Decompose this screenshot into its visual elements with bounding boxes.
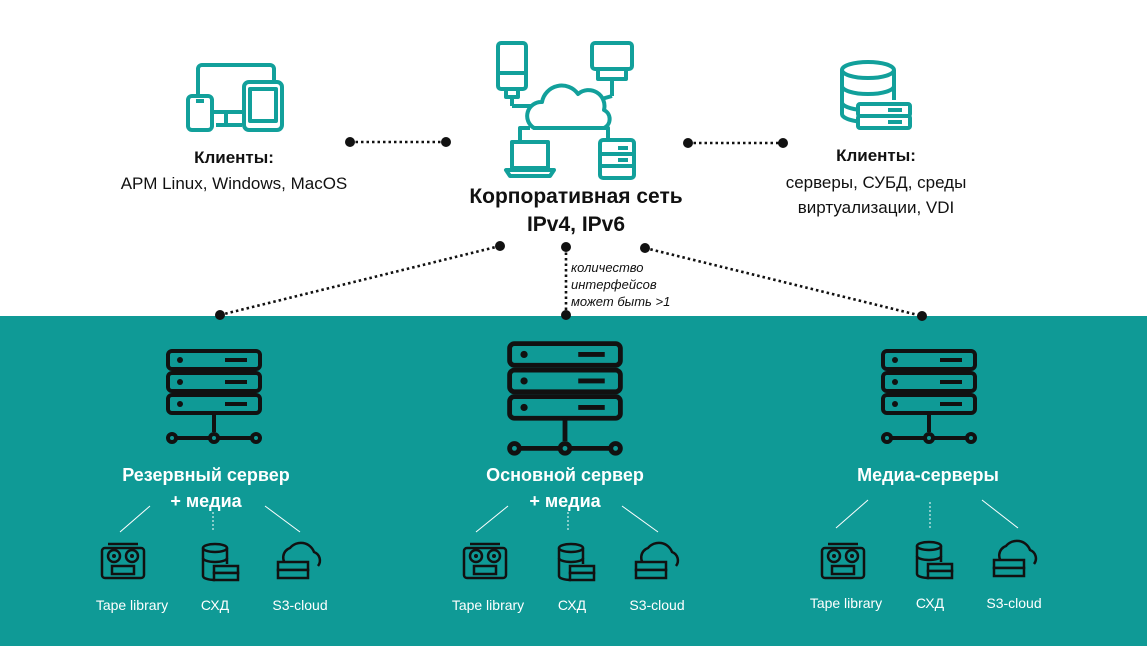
s3-cloud-label: S3-cloud (986, 595, 1042, 611)
database-icon (840, 60, 912, 130)
right-clients-line1: серверы, СУБД, среды (785, 173, 967, 192)
dot (640, 243, 650, 253)
branch-line (264, 505, 301, 533)
dot (778, 138, 788, 148)
right-clients-title: Клиенты: (836, 146, 916, 165)
server-rack-icon (166, 349, 262, 444)
server-rack-icon (507, 341, 623, 456)
backup-server-label-line1: Резервный сервер (122, 465, 290, 485)
s3-cloud-label: S3-cloud (629, 597, 685, 613)
tape-library-label: Tape library (451, 597, 525, 613)
storage-icon (915, 540, 954, 580)
branch-line (621, 505, 659, 533)
storage-icon (201, 542, 240, 582)
s3-cloud-label: S3-cloud (272, 597, 328, 613)
network-title-line2: IPv4, IPv6 (526, 213, 626, 236)
devices-icon (186, 63, 284, 132)
tape-library-label: Tape library (95, 597, 169, 613)
backup-server-label-line2: + медиа (170, 491, 242, 511)
branch-line (119, 505, 151, 533)
network-cloud-icon (496, 41, 636, 180)
branch-line (475, 505, 509, 533)
network-title-line1: Корпоративная сеть (469, 185, 683, 208)
s3-cloud-icon (276, 541, 322, 580)
right-clients-line2: виртуализации, VDI (797, 198, 955, 217)
sxd-label: СХД (557, 597, 587, 613)
dot (215, 310, 225, 320)
tape-library-icon (462, 542, 508, 580)
left-clients-subtitle: АРМ Linux, Windows, MacOS (120, 174, 348, 193)
dot (495, 241, 505, 251)
sxd-label: СХД (915, 595, 945, 611)
tape-library-icon (820, 542, 866, 580)
server-rack-icon (881, 349, 977, 444)
interfaces-note-line2: интерфейсов (571, 277, 657, 292)
dot (561, 310, 571, 320)
sxd-label: СХД (200, 597, 230, 613)
main-server-label-line2: + медиа (529, 491, 601, 511)
link-backup-server (219, 244, 501, 317)
dot (345, 137, 355, 147)
dot (917, 311, 927, 321)
dot (441, 137, 451, 147)
interfaces-note-line1: количество (571, 260, 644, 275)
left-clients-title: Клиенты: (194, 148, 274, 167)
branch-line (835, 499, 869, 529)
branch-line (981, 499, 1019, 529)
storage-icon (557, 542, 596, 582)
interfaces-note-line3: может быть >1 (571, 294, 671, 309)
s3-cloud-icon (634, 541, 680, 580)
tape-library-icon (100, 542, 146, 580)
interfaces-note: количество интерфейсов может быть >1 (571, 259, 670, 310)
dot (561, 242, 571, 252)
dot (683, 138, 693, 148)
media-servers-label: Медиа-серверы (857, 465, 999, 485)
s3-cloud-icon (992, 539, 1038, 578)
tape-library-label: Tape library (809, 595, 883, 611)
main-server-label-line1: Основной сервер (486, 465, 644, 485)
link-media-servers (644, 246, 923, 318)
